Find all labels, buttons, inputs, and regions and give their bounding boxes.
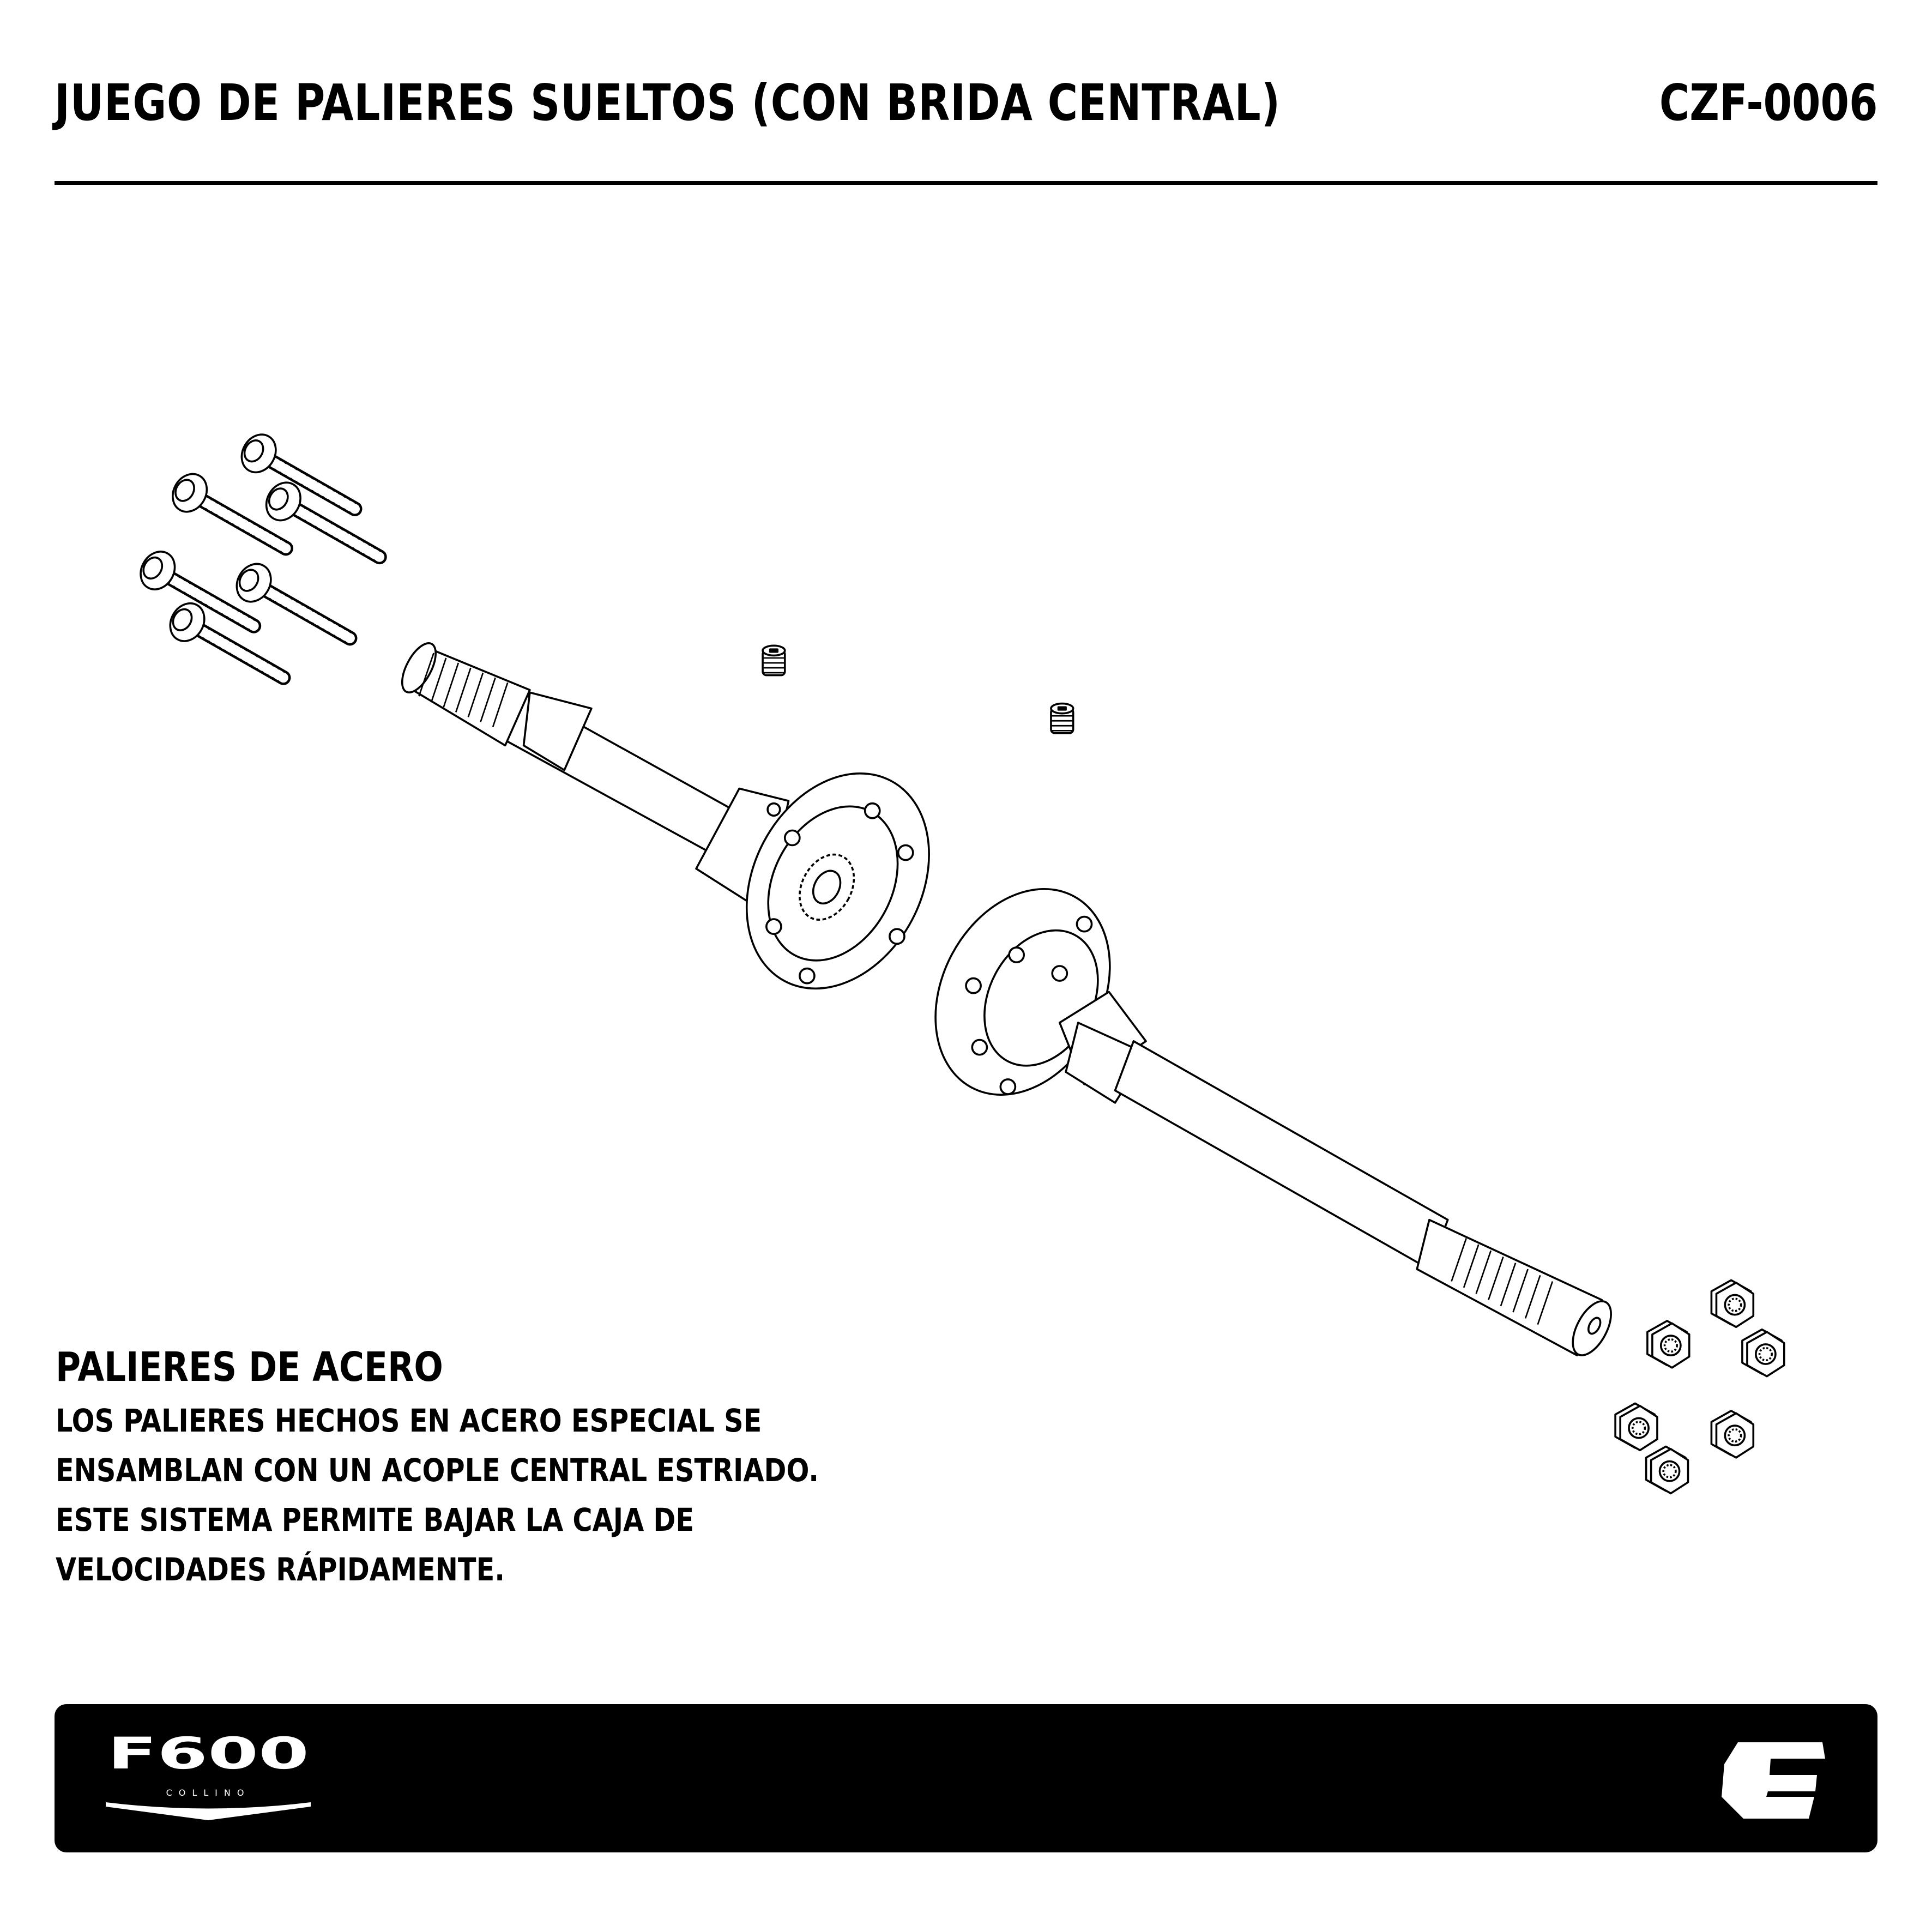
description-line: VELOCIDADES RÁPIDAMENTE. [56, 1551, 505, 1588]
page-title: JUEGO DE PALIERES SUELTOS (CON BRIDA CEN… [55, 74, 1281, 132]
set-screw-1 [762, 644, 786, 677]
footer-bar: F600 COLLINO [55, 1704, 1877, 1852]
half-shaft-right [934, 887, 1612, 1357]
nut-4 [1614, 1402, 1658, 1452]
logo-collino-text: COLLINO [166, 1788, 251, 1798]
nut-3 [1741, 1328, 1785, 1378]
description-line: LOS PALIERES HECHOS EN ACERO ESPECIAL SE [56, 1402, 762, 1439]
set-screw-2 [1050, 702, 1074, 734]
f600-collino-logo: F600 COLLINO [106, 1731, 311, 1820]
description-line: ESTE SISTEMA PERMITE BAJAR LA CAJA DE [56, 1501, 695, 1538]
nut-1 [1710, 1279, 1755, 1329]
section-heading: PALIERES DE ACERO [56, 1344, 443, 1391]
description-line: ENSAMBLAN CON UN ACOPLE CENTRAL ESTRIADO… [56, 1452, 819, 1489]
half-shaft-left [401, 642, 930, 990]
c-logo-icon [1722, 1742, 1825, 1819]
product-code: CZF-0006 [1659, 74, 1877, 132]
nuts-group [1614, 1279, 1785, 1495]
nut-5 [1710, 1410, 1755, 1459]
nut-2 [1646, 1320, 1690, 1369]
nut-6 [1645, 1445, 1689, 1495]
bolts-group [134, 428, 379, 678]
logo-f600-text: F600 [107, 1731, 309, 1779]
description-block: PALIERES DE ACERO LOS PALIERES HECHOS EN… [56, 1344, 953, 1595]
header-divider [55, 181, 1877, 185]
